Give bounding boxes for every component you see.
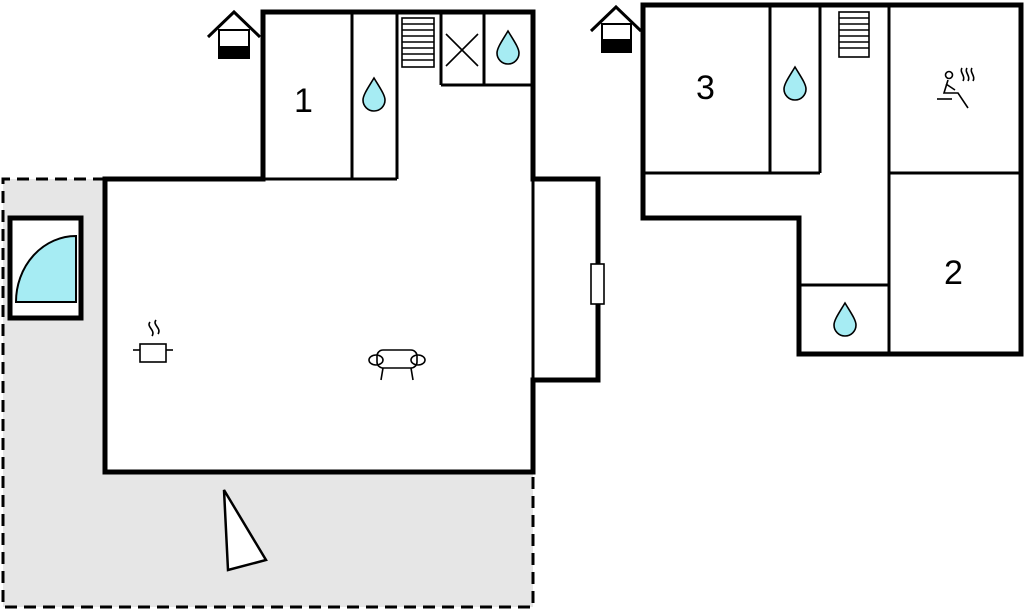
window — [590, 263, 605, 305]
room-label-1: 1 — [294, 82, 313, 120]
water-drop-icon — [833, 301, 857, 337]
water-drop-icon — [496, 29, 520, 65]
water-drop-icon — [783, 65, 807, 101]
sauna-icon — [937, 67, 975, 109]
sofa-icon — [368, 349, 426, 381]
water-drop-icon — [362, 76, 386, 112]
upper-floor — [640, 2, 1024, 357]
stairs-icon — [401, 17, 435, 68]
house-icon — [589, 4, 643, 53]
cooking-pot-icon — [133, 319, 173, 363]
crossed-box-icon — [445, 33, 479, 67]
room-label-3: 3 — [696, 69, 715, 107]
room-label-2: 2 — [944, 254, 963, 292]
north-arrow-icon — [222, 489, 268, 572]
pool-icon — [7, 215, 84, 321]
house-icon — [206, 9, 262, 59]
ground-floor — [102, 9, 601, 475]
stairs-icon — [838, 11, 870, 58]
